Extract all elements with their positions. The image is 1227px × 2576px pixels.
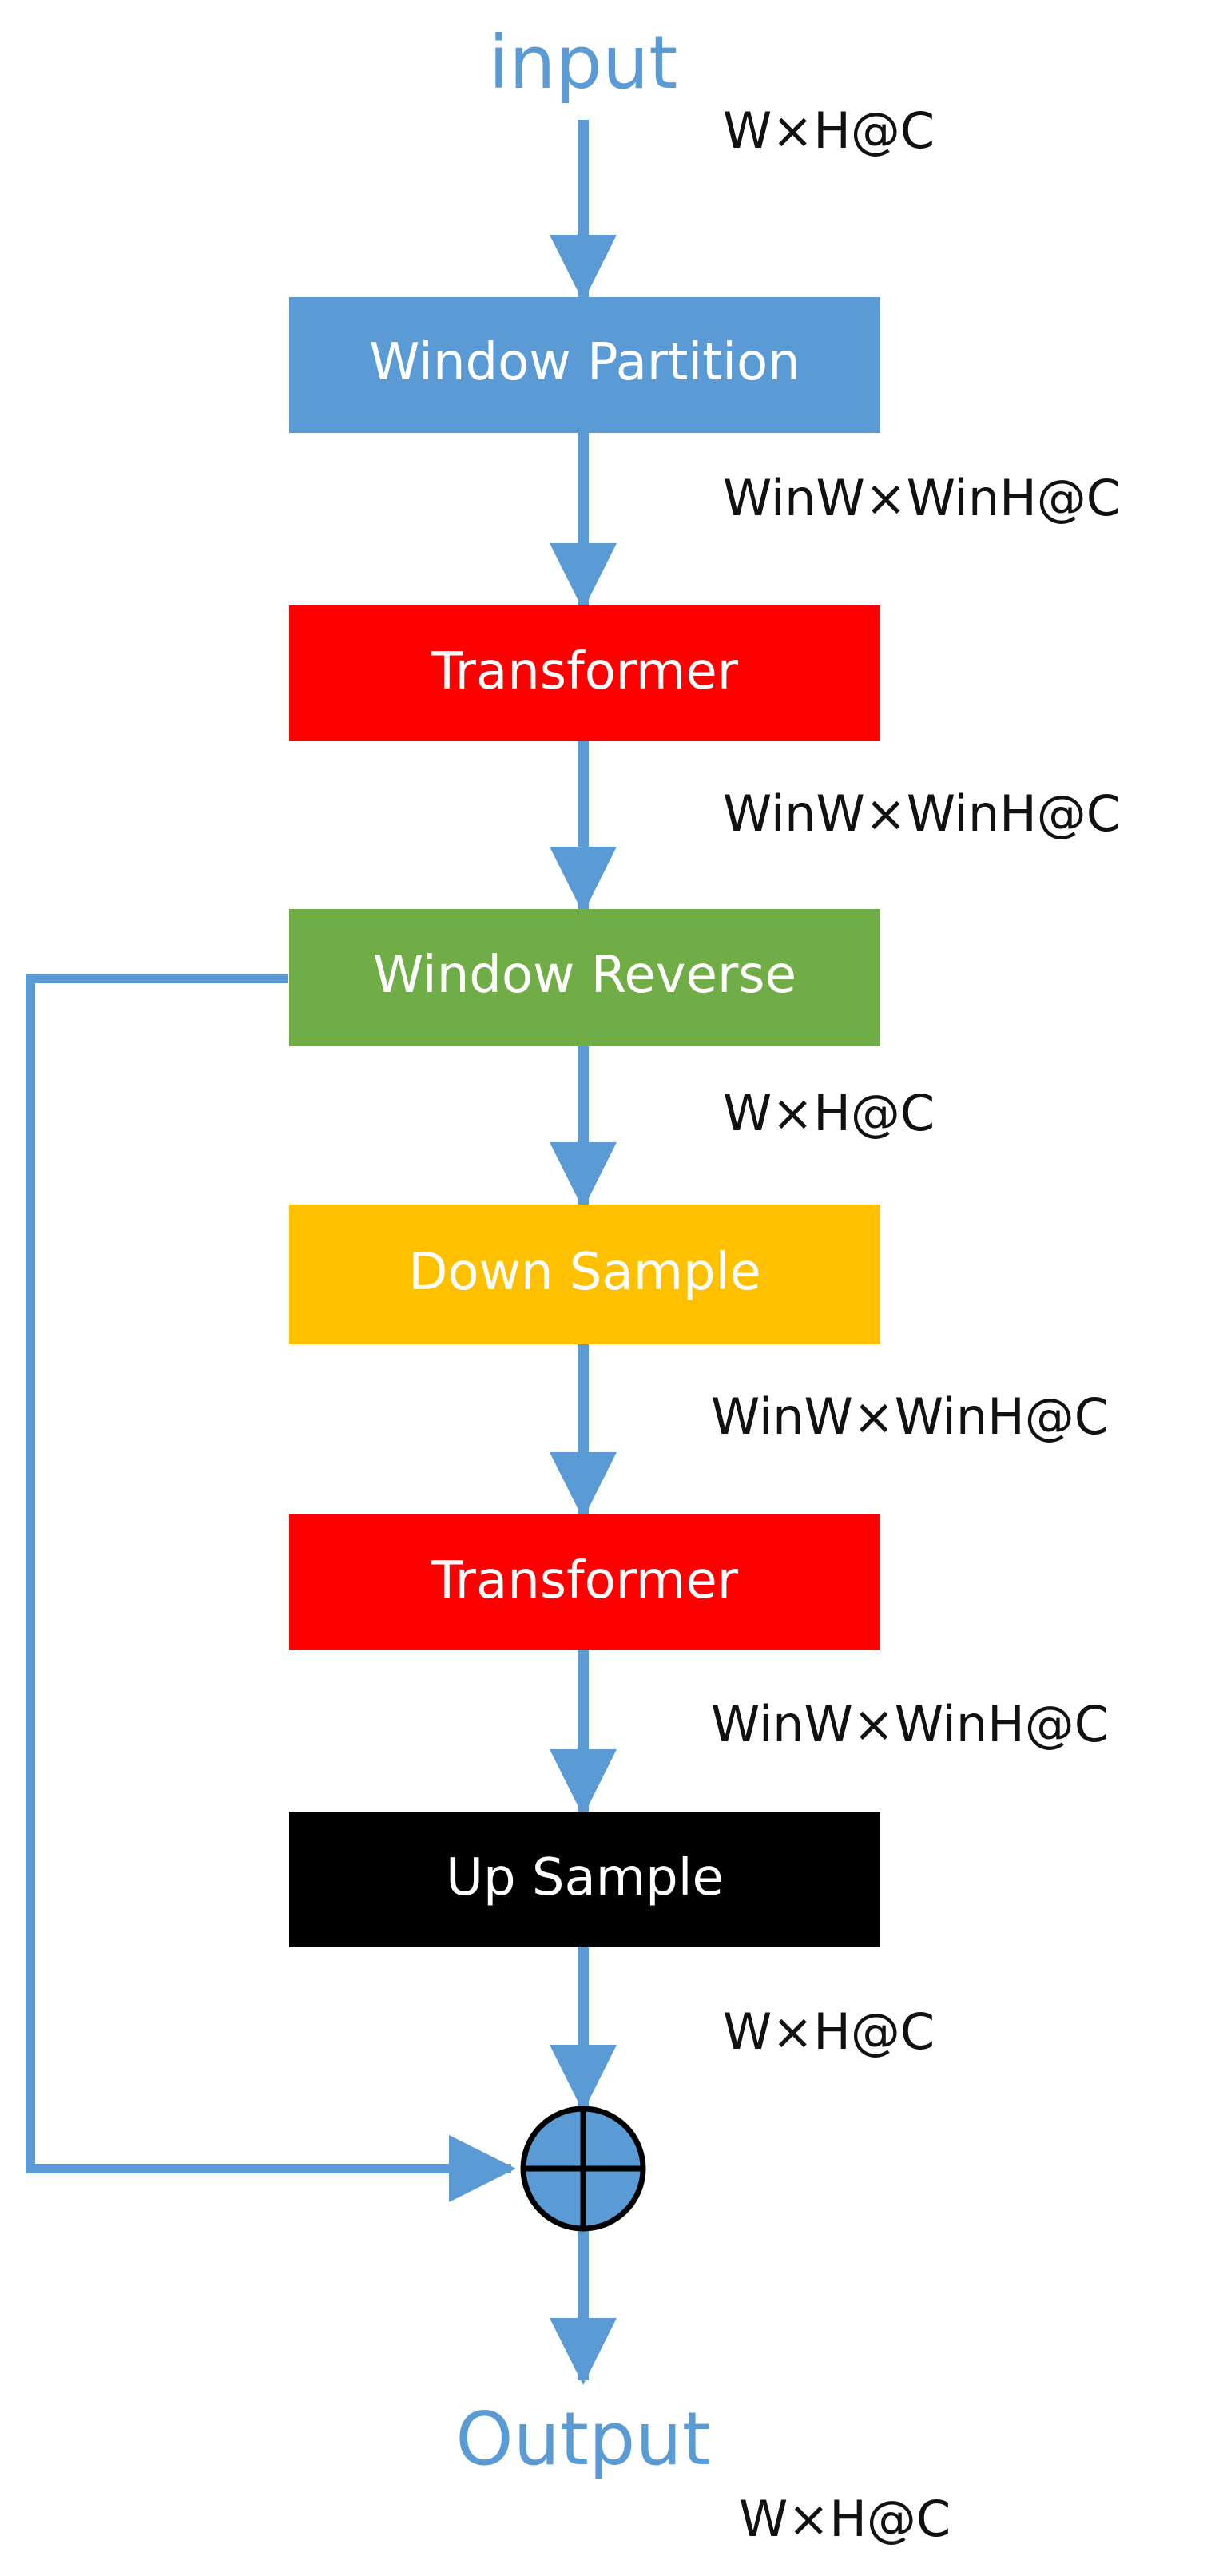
block-transformer-1: Transformer (289, 605, 880, 741)
block-label: Up Sample (446, 1848, 724, 1907)
circle-plus-icon (520, 2106, 646, 2232)
block-label: Down Sample (408, 1243, 761, 1302)
block-label: Window Partition (369, 333, 800, 392)
skip-connection-arrow (26, 974, 516, 2202)
output-dims-label: W×H@C (739, 2490, 951, 2548)
block-down-sample: Down Sample (289, 1205, 880, 1344)
output-label: Output (455, 2396, 711, 2482)
dims-label: WinW×WinH@C (723, 469, 1121, 527)
input-dims-label: W×H@C (723, 101, 935, 160)
block-window-reverse: Window Reverse (289, 909, 880, 1046)
block-up-sample: Up Sample (289, 1812, 880, 1947)
dims-label: WinW×WinH@C (723, 784, 1121, 843)
block-transformer-2: Transformer (289, 1514, 880, 1650)
dims-label: WinW×WinH@C (711, 1387, 1109, 1446)
block-label: Window Reverse (373, 946, 796, 1005)
block-label: Transformer (431, 1551, 739, 1610)
dims-label: W×H@C (723, 1084, 935, 1142)
block-window-partition: Window Partition (289, 297, 880, 433)
dims-label: W×H@C (723, 2002, 935, 2061)
dims-label: WinW×WinH@C (711, 1695, 1109, 1753)
input-label: input (489, 20, 678, 105)
block-label: Transformer (431, 642, 739, 701)
